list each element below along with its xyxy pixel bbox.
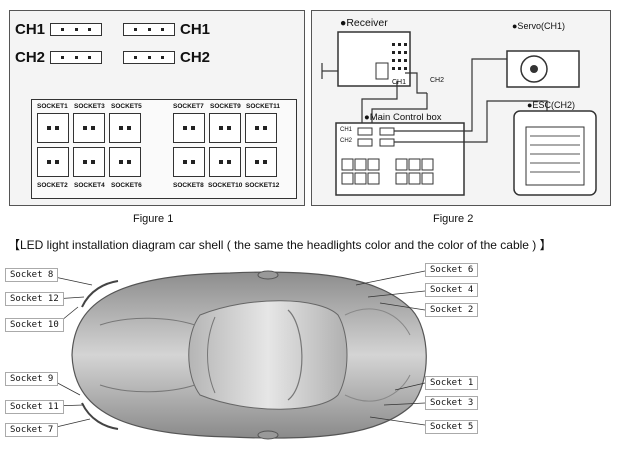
box-ch2-label: CH2 [340, 138, 353, 144]
ch1-label-right: CH1 [180, 21, 211, 38]
car-socket-4-label: Socket 4 [425, 283, 479, 297]
socket2-label: SOCKET2 [37, 182, 68, 189]
esc-label: ●ESC(CH2) [527, 100, 575, 110]
ch1-connector-left [50, 23, 102, 36]
ch1-wire-label: CH1 [392, 79, 407, 86]
ch2-connector-right [123, 51, 175, 64]
car-socket-5-label: Socket 5 [425, 420, 479, 434]
wire-esc [394, 100, 548, 143]
socket1 [37, 113, 69, 143]
ch2-connector-left [50, 51, 102, 64]
ch1-connector-right [123, 23, 175, 36]
wiring-diagram [321, 31, 597, 196]
socket9 [209, 113, 241, 143]
socket5 [109, 113, 141, 143]
wire-servo [394, 58, 507, 132]
main-control-box-label: ●Main Control box [364, 112, 442, 123]
socket6 [109, 147, 141, 177]
figure-1-panel: CH1 CH1 CH2 CH2 SOCKET1 SOCKET3 SOCKET5 … [9, 10, 305, 206]
ch1-label-left: CH1 [15, 21, 46, 38]
socket4-label: SOCKET4 [74, 182, 105, 189]
socket6-label: SOCKET6 [111, 182, 142, 189]
socket8-label: SOCKET8 [173, 182, 204, 189]
socket8 [173, 147, 205, 177]
socket4 [73, 147, 105, 177]
front-light-right [81, 402, 119, 430]
wire-ch1 [361, 81, 398, 123]
socket11 [245, 113, 277, 143]
ch2-wire-label: CH2 [430, 77, 445, 84]
car-socket-7-label: Socket 7 [5, 423, 59, 437]
car-shell-illustration [49, 270, 427, 440]
socket12 [245, 147, 277, 177]
car-socket-8-label: Socket 8 [5, 268, 59, 282]
car-socket-12-label: Socket 12 [5, 292, 64, 306]
ch2-label-right: CH2 [180, 49, 211, 66]
car-socket-9-label: Socket 9 [5, 372, 59, 386]
wire-ch2 [405, 72, 427, 94]
car-socket-10-label: Socket 10 [5, 318, 64, 332]
figure-2-panel: ●Receiver ●Servo(CH1) ●ESC(CH2) ●Main Co… [311, 10, 611, 206]
socket10-label: SOCKET10 [208, 182, 243, 189]
car-cabin [188, 300, 348, 410]
socket5-label: SOCKET5 [111, 103, 142, 110]
installation-title: 【LED light installation diagram car shel… [8, 238, 552, 252]
receiver-pins [392, 43, 407, 70]
car-socket-11-label: Socket 11 [5, 400, 64, 414]
car-socket-6-label: Socket 6 [425, 263, 479, 277]
socket3 [73, 113, 105, 143]
socket3-label: SOCKET3 [74, 103, 105, 110]
socket12-label: SOCKET12 [245, 182, 280, 189]
socket7-label: SOCKET7 [173, 103, 204, 110]
figure-2-caption: Figure 2 [433, 213, 474, 225]
socket2 [37, 147, 69, 177]
servo-label: ●Servo(CH1) [512, 21, 565, 31]
box-ch1-label: CH1 [340, 127, 353, 133]
socket10 [209, 147, 241, 177]
socket9-label: SOCKET9 [210, 103, 241, 110]
car-socket-2-label: Socket 2 [425, 303, 479, 317]
front-light-left [81, 280, 119, 308]
car-socket-1-label: Socket 1 [425, 376, 479, 390]
figure-1-caption: Figure 1 [133, 213, 174, 225]
control-box-sockets [341, 158, 434, 185]
receiver-label: ●Receiver [340, 17, 388, 29]
socket7 [173, 113, 205, 143]
socket1-label: SOCKET1 [37, 103, 68, 110]
car-socket-3-label: Socket 3 [425, 396, 479, 410]
ch2-label-left: CH2 [15, 49, 46, 66]
socket11-label: SOCKET11 [246, 103, 280, 110]
